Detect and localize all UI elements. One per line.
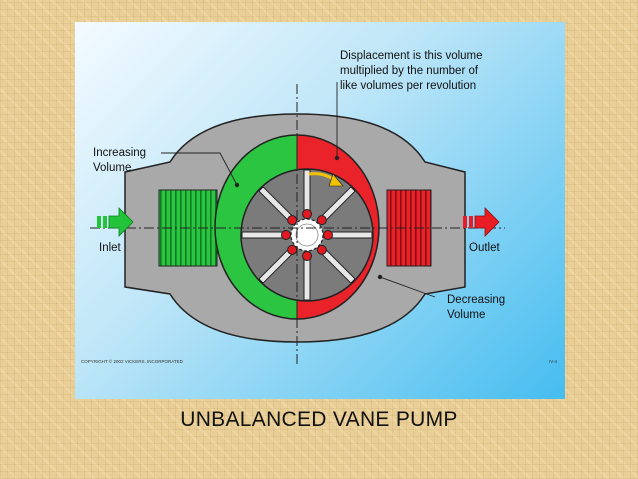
drive-shaft bbox=[290, 218, 324, 252]
slide-title: UNBALANCED VANE PUMP bbox=[180, 408, 458, 431]
label-increasing-line-2: Volume bbox=[93, 162, 131, 174]
callout-displacement-line-3: like volumes per revolution bbox=[340, 80, 476, 92]
label-increasing-line-1: Increasing bbox=[93, 147, 146, 159]
callout-displacement-line-2: multiplied by the number of bbox=[340, 65, 479, 77]
label-decreasing-line-2: Volume bbox=[447, 309, 485, 321]
vanes bbox=[241, 169, 373, 301]
label-decreasing-line-1: Decreasing bbox=[447, 294, 505, 306]
page-ref: IV-4 bbox=[549, 359, 558, 364]
label-inlet: Inlet bbox=[99, 242, 122, 254]
pump-diagram-image: Displacement is this volume multiplied b… bbox=[75, 22, 565, 399]
rotation-arrow bbox=[308, 172, 344, 187]
copyright-note: COPYRIGHT © 2002 VICKERS, INCORPORATED bbox=[81, 358, 184, 364]
outlet-arrow-icon bbox=[463, 207, 500, 237]
center-lines bbox=[90, 84, 505, 367]
callout-displacement-line-1: Displacement is this volume bbox=[340, 50, 483, 62]
leader-lines bbox=[161, 82, 436, 298]
inlet-arrow-icon bbox=[97, 207, 134, 237]
label-outlet: Outlet bbox=[469, 242, 500, 254]
